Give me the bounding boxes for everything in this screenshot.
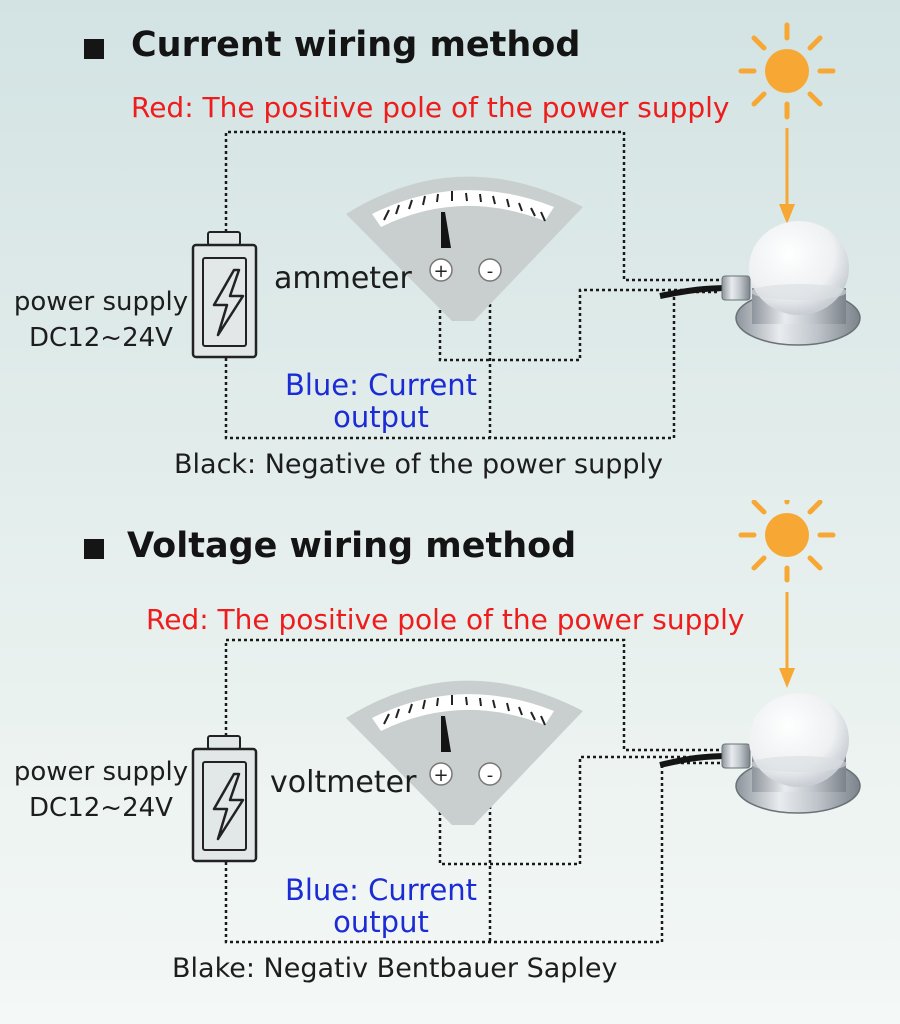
power-supply-label: power supply DC12~24V: [12, 284, 190, 356]
battery-icon: [191, 231, 258, 359]
red-wire-label: Red: The positive pole of the power supp…: [146, 603, 745, 636]
lightning-icon: [212, 772, 245, 841]
current-wiring-section: + - Current wiring method Red: The posit…: [0, 0, 900, 500]
section-title: Voltage wiring method: [127, 526, 577, 566]
blue-wire-label: Blue: Current output: [272, 874, 490, 938]
blue-wire-label-line2: output: [333, 905, 429, 939]
red-wire-label: Red: The positive pole of the power supp…: [131, 91, 730, 124]
terminal-plus: +: [433, 261, 448, 282]
light-sensor-icon: [659, 693, 861, 814]
black-wire-label: Black: Negative of the power supply: [174, 449, 663, 480]
black-wire-label: Blake: Negativ Bentbauer Sapley: [172, 953, 618, 984]
power-supply-label: power supply DC12~24V: [12, 754, 190, 826]
sun-icon: [738, 22, 836, 120]
analog-meter-icon: + -: [346, 176, 583, 321]
arrow-down-icon: [779, 592, 795, 688]
terminal-minus: -: [487, 765, 494, 786]
meter-label: voltmeter: [270, 765, 417, 800]
blue-wire-label-line1: Blue: Current: [284, 368, 478, 402]
blue-wire-label-line1: Blue: Current: [284, 873, 478, 907]
light-sensor-icon: [659, 221, 861, 346]
terminal-plus: +: [433, 765, 448, 786]
red-wire: [224, 638, 720, 752]
arrow-down-icon: [779, 128, 795, 224]
power-supply-text: power supply: [13, 287, 189, 317]
current-wiring-diagram: + -: [191, 22, 861, 440]
power-supply-voltage: DC12~24V: [29, 793, 173, 823]
blue-wire: [438, 755, 720, 866]
blue-wire-label: Blue: Current output: [272, 369, 490, 433]
meter-label: ammeter: [274, 261, 412, 296]
power-supply-text: power supply: [13, 757, 189, 787]
section-title: Current wiring method: [131, 25, 581, 65]
wires: [224, 130, 720, 440]
battery-icon: [191, 735, 258, 863]
terminal-minus: -: [487, 261, 494, 282]
blue-wire-label-line2: output: [333, 400, 429, 434]
voltage-wiring-diagram: + -: [191, 500, 861, 944]
red-wire: [224, 130, 720, 282]
lightning-icon: [212, 268, 245, 337]
analog-meter-icon: + -: [346, 680, 583, 825]
blue-wire: [438, 280, 720, 362]
black-wire: [224, 290, 720, 440]
power-supply-voltage: DC12~24V: [29, 323, 173, 353]
heading-bullet: [84, 539, 104, 559]
sun-icon: [738, 500, 836, 583]
voltage-wiring-section: + - Voltage wiring method Red: The posit…: [0, 500, 900, 1000]
heading-bullet: [84, 39, 104, 59]
